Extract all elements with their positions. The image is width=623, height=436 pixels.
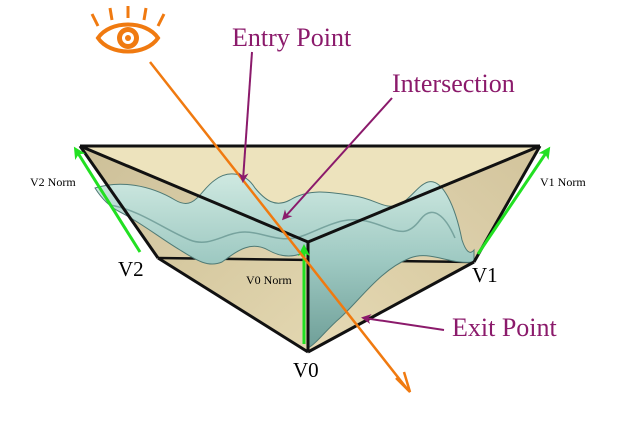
v1-normal-arrow [476,146,551,255]
edge-bottom-v2-v0 [157,256,309,354]
entry-point-pointer [238,51,253,183]
edge-top-v1-v0 [307,144,541,244]
v2-norm-label: V2 Norm [30,175,76,189]
v0-label: V0 [293,358,319,382]
v2-label: V2 [118,257,144,281]
eye-icon [90,6,166,54]
v0-norm-label: V0 Norm [246,273,292,287]
surface-ridge [109,204,456,243]
exit-point-pointer [361,314,445,331]
v2-normal-arrow [73,146,142,253]
intersection-pointer [281,97,393,221]
view-ray-arrowhead [395,371,412,393]
height-surface [94,173,475,349]
intersection-label: Intersection [392,69,515,98]
edge-side-v2 [78,145,160,259]
view-ray [149,61,409,391]
edge-top-v2-v0 [79,144,309,244]
exit-point-label: Exit Point [452,313,558,342]
v1-norm-label: V1 Norm [540,175,586,189]
edge-bottom-v1-v0 [307,260,475,354]
v1-label: V1 [472,263,498,287]
entry-point-label: Entry Point [232,23,352,52]
